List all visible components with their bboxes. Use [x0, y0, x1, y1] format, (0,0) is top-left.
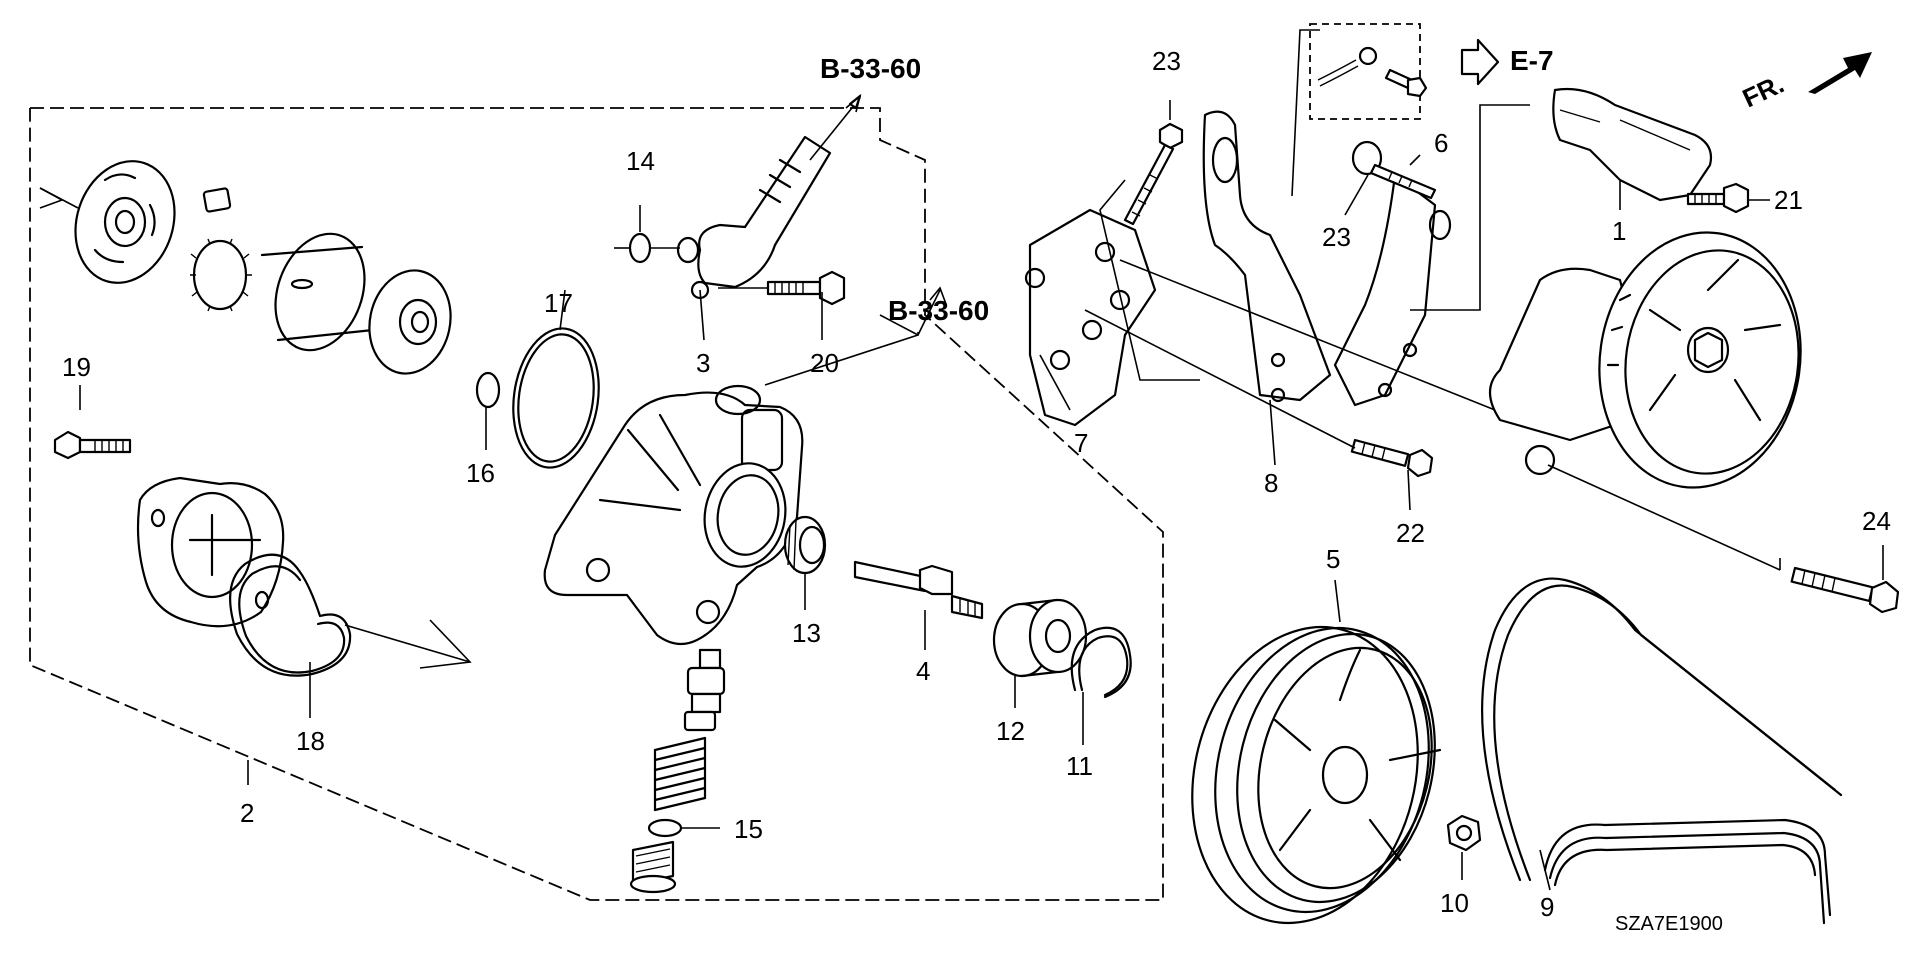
ref-label: B-33-60 — [820, 53, 921, 84]
open-arrow-icon — [809, 93, 862, 161]
pulley-5 — [1191, 625, 1442, 925]
input-shaft-4 — [853, 560, 984, 620]
fr-arrow-icon — [1808, 52, 1872, 94]
callout-18: 18 — [296, 726, 325, 756]
callout-4: 4 — [916, 656, 930, 686]
bolt-20 — [766, 270, 846, 306]
o-ring-14 — [628, 232, 652, 264]
bolt-22 — [1350, 438, 1434, 478]
callout-23-mid: 23 — [1322, 222, 1351, 252]
callout-15: 15 — [734, 814, 763, 844]
oil-seal-13 — [783, 515, 827, 575]
inlet-joint-3 — [676, 135, 832, 300]
bearing-12 — [992, 598, 1088, 678]
callout-6: 6 — [1434, 128, 1448, 158]
bolt-19 — [53, 430, 132, 460]
spring — [653, 736, 707, 812]
nut-10 — [1446, 814, 1482, 852]
callout-24: 24 — [1862, 506, 1891, 536]
callout-10: 10 — [1440, 888, 1469, 918]
o-ring-16 — [475, 371, 501, 409]
callout-3: 3 — [696, 348, 710, 378]
callout-5: 5 — [1326, 544, 1340, 574]
callout-11: 11 — [1066, 751, 1093, 781]
snap-ring-11 — [1070, 626, 1132, 699]
callout-9: 9 — [1540, 892, 1554, 922]
bolt-21 — [1686, 182, 1750, 214]
callout-1: 1 — [1612, 216, 1626, 246]
pump-body — [543, 332, 919, 646]
rear-housing — [136, 476, 285, 628]
bracket-7 — [1024, 208, 1157, 427]
callout-17: 17 — [544, 288, 573, 318]
callout-13: 13 — [792, 618, 821, 648]
callout-22: 22 — [1396, 518, 1425, 548]
callout-21: 21 — [1774, 185, 1803, 215]
callout-14: 14 — [626, 146, 655, 176]
o-ring-17 — [512, 327, 600, 469]
callout-12: 12 — [996, 716, 1025, 746]
callout-20: 20 — [810, 348, 839, 378]
bolt-24 — [1790, 566, 1900, 614]
bracket-6 — [1333, 173, 1452, 407]
bolt-23-mid — [1351, 140, 1437, 200]
shield-1 — [1552, 87, 1713, 202]
ref-label: B-33-60 — [888, 295, 989, 326]
callout-23-upper: 23 — [1152, 46, 1181, 76]
open-arrow-icon — [1460, 38, 1500, 86]
ref-label: E-7 — [1510, 45, 1554, 76]
callout-8: 8 — [1264, 468, 1278, 498]
front-label: FR. — [1738, 69, 1789, 114]
callout-2: 2 — [240, 798, 254, 828]
callout-16: 16 — [466, 458, 495, 488]
assembly-frame — [29, 107, 1164, 901]
bolt-23-upper — [1123, 122, 1184, 226]
pump-cover-plate — [39, 160, 176, 284]
pump-rotor-set — [190, 187, 452, 375]
o-ring-15 — [647, 818, 683, 838]
power-steering-pump — [1488, 231, 1802, 489]
belt-9 — [1481, 577, 1843, 925]
gasket-18 — [229, 553, 472, 677]
plug — [629, 840, 677, 894]
flow-control-valve — [683, 648, 726, 732]
wire-and-bolt — [1317, 46, 1428, 98]
open-arrow-icon — [879, 286, 947, 337]
diagram-code: SZA7E1900 — [1615, 913, 1723, 935]
bracket-8 — [1202, 110, 1332, 403]
e7-inset — [1309, 23, 1421, 120]
callout-19: 19 — [62, 352, 91, 382]
callout-7: 7 — [1074, 428, 1088, 458]
